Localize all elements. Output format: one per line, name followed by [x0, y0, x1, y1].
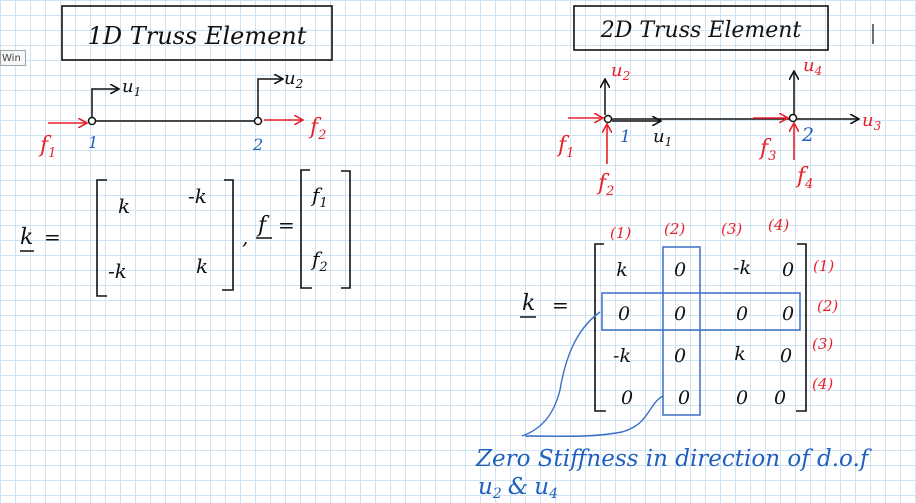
k-matrix-cell: k — [196, 254, 208, 278]
u4-label-2d: u4 — [803, 55, 822, 78]
k-matrix-cell: k — [118, 194, 130, 218]
u2-label-2d: u2 — [611, 60, 630, 83]
k-matrix-cell: 0 — [782, 303, 794, 325]
k-matrix-cell: 0 — [618, 303, 630, 325]
k-matrix-cell: -k — [108, 259, 127, 283]
node-1-1d — [87, 116, 97, 126]
u1-arrow-1d — [91, 89, 118, 117]
node-1-2d — [603, 114, 613, 124]
k-matrix-cell: 0 — [782, 259, 794, 281]
f-bracket-right-1d — [341, 170, 351, 289]
k-bracket-right-1d — [222, 179, 234, 291]
f1-label-1d: f1 — [38, 133, 56, 161]
f4-label-2d: f4 — [795, 164, 813, 192]
node-1-label-1d: 1 — [88, 133, 98, 152]
k-matrix-cell: 0 — [674, 303, 686, 325]
col-label: (1) — [610, 224, 631, 242]
k-matrix-cell: 0 — [674, 345, 686, 367]
k-matrix-cell: k — [616, 259, 628, 281]
col-label: (2) — [664, 220, 685, 238]
equals-2d: = — [552, 293, 569, 317]
title-1d: 1D Truss Element — [88, 22, 307, 50]
k-matrix-2d: k 0 -k 0 0 0 0 0 -k 0 k 0 0 0 0 0 — [613, 257, 794, 409]
f-bracket-left-1d — [300, 169, 312, 289]
u2-label-1d: u2 — [284, 68, 303, 91]
note-connector-row — [521, 311, 601, 437]
node-2-2d — [788, 113, 798, 123]
f-vector-cell: f1 — [310, 183, 328, 211]
u1-label-1d: u1 — [122, 76, 141, 99]
k-matrix-cell: 0 — [674, 259, 686, 281]
node-1-label-2d: 1 — [620, 127, 631, 147]
window-tab[interactable]: Win — [0, 50, 26, 66]
k-matrix-cell: -k — [733, 257, 751, 279]
zero-row-highlight — [601, 292, 801, 331]
node-2-1d — [253, 116, 263, 126]
k-matrix-cell: -k — [613, 345, 631, 367]
col-label: (4) — [768, 216, 789, 234]
k-bracket-left-2d — [594, 243, 606, 412]
k-matrix-cell: 0 — [736, 303, 748, 325]
k-matrix-cell: 0 — [678, 387, 690, 409]
zero-stiffness-note-dofs: u2&u4 — [478, 474, 558, 502]
row-label: (2) — [817, 297, 838, 315]
equals-f-1d: = — [278, 213, 295, 237]
u2-arrow-1d — [257, 79, 282, 117]
k-symbol-1d: k — [20, 225, 33, 250]
zero-stiffness-note: Zero Stiffness in direction of d.o.f — [475, 446, 872, 472]
node-2-label-2d: 2 — [801, 124, 814, 146]
zero-column-highlight — [662, 246, 701, 416]
title-2d: 2D Truss Element — [600, 18, 802, 43]
note-connector-col — [524, 395, 664, 438]
f2-label-2d: f2 — [596, 171, 614, 199]
node-2-label-1d: 2 — [252, 135, 263, 154]
row-label: (4) — [812, 375, 833, 393]
f1-label-2d: f1 — [556, 133, 574, 161]
row-label: (1) — [813, 257, 834, 275]
col-label: (3) — [721, 220, 742, 238]
row-label: (3) — [812, 335, 833, 353]
k-matrix-cell: 0 — [780, 345, 792, 367]
f-symbol-1d: f — [256, 213, 270, 238]
k-matrix-cell: 0 — [774, 387, 786, 409]
k-matrix-cell: 0 — [621, 387, 633, 409]
k-bracket-left-1d — [96, 179, 107, 297]
title-box-2d — [573, 5, 829, 51]
k-symbol-2d: k — [522, 291, 535, 316]
f-vector-cell: f2 — [310, 247, 328, 275]
comma-1d: , — [242, 225, 248, 249]
f2-label-1d: f2 — [308, 115, 326, 143]
k-matrix-cell: k — [734, 343, 746, 365]
k-matrix-cell: 0 — [736, 387, 748, 409]
title-box-1d — [61, 5, 333, 61]
f3-label-2d: f3 — [758, 136, 776, 164]
equals-1d: = — [44, 225, 61, 249]
u3-label-2d: u3 — [862, 110, 882, 133]
u1-label-2d: u1 — [653, 126, 672, 149]
k-bracket-right-2d — [796, 243, 807, 412]
k-matrix-cell: -k — [188, 184, 207, 208]
